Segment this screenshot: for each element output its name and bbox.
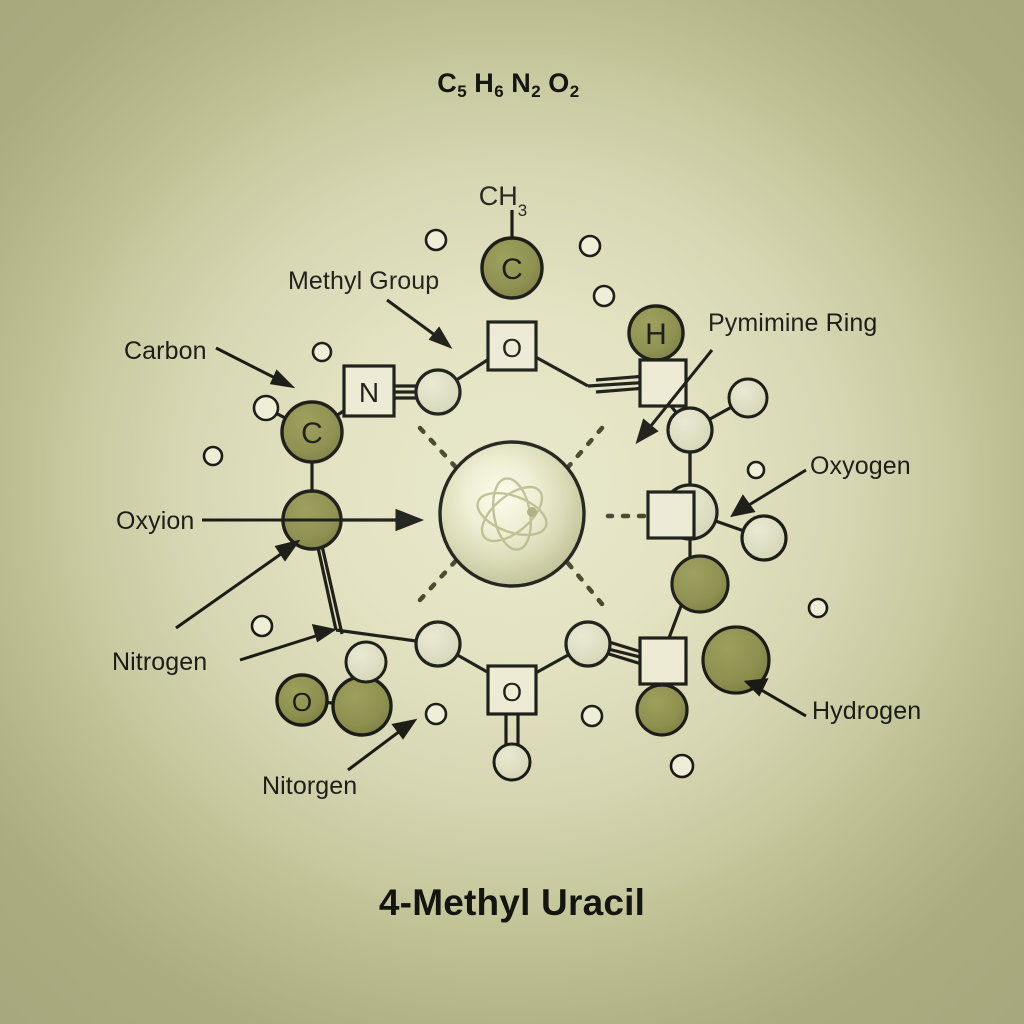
annotation-nitorgen: Nitorgen [262, 772, 358, 800]
methyl-ch: CH [478, 181, 518, 211]
box-right-upper [638, 358, 688, 408]
formula-element-n: N [511, 68, 532, 98]
label-carbon-top: C [501, 253, 523, 286]
label-oxygen-circle: O [292, 687, 312, 717]
formula-count-h: 6 [494, 82, 505, 101]
methyl-sub: 3 [517, 201, 528, 221]
annotation-arrows [175, 298, 807, 772]
annotation-oxyion: Oxyion [116, 507, 195, 535]
box-nitrogen-left [342, 364, 396, 418]
nucleus-dot [527, 507, 537, 517]
box-oxygen-top [486, 320, 538, 372]
formula-count-n: 2 [531, 82, 542, 101]
formula-count-c: 5 [457, 82, 468, 101]
scattered-electrons [202, 228, 829, 779]
box-oxygen-bottom [486, 664, 538, 716]
atom-oxygen-circle [275, 673, 329, 727]
node-bottom-left [344, 640, 388, 684]
formula-element-h: H [474, 68, 495, 98]
annotation-nitrogen: Nitrogen [112, 648, 208, 676]
node-right-upper [666, 406, 714, 454]
atom-olive-right-upper [670, 554, 730, 614]
atom-letters: C C N O O O H [292, 253, 667, 717]
node-oxygen-double-bottom [492, 742, 532, 782]
heteroatom-boxes [342, 320, 696, 716]
atom-carbon-top [480, 236, 544, 300]
annotation-carbon: Carbon [124, 337, 207, 365]
box-right-lower [638, 636, 688, 686]
formula-element-c: C [437, 68, 458, 98]
arrow-hydrogen [743, 678, 807, 718]
arrow-methyl-group [386, 298, 453, 349]
box-right-mid [646, 490, 696, 540]
arrow-oxyion [202, 508, 425, 532]
annotation-oxyogen: Oxyogen [810, 452, 911, 480]
node-ring-lower-right [564, 620, 612, 668]
arrow-pymimine-ring [635, 349, 714, 445]
arrow-nitorgen [347, 718, 418, 772]
label-oxygen-bottom: O [502, 677, 522, 707]
label-oxygen-top: O [502, 333, 522, 363]
page-title: 4-Methyl Uracil [378, 882, 646, 923]
arrow-oxyogen [730, 468, 807, 518]
node-right-top [727, 377, 769, 419]
formula-element-o: O [548, 68, 570, 98]
arrow-nitrogen-lower [239, 624, 337, 662]
dotted-core-bonds [417, 425, 663, 607]
annotation-hydrogen: Hydrogen [812, 697, 922, 725]
annotation-pymimine-ring: Pymimine Ring [708, 309, 878, 337]
formula-count-o: 2 [569, 82, 580, 101]
node-ring-lower-left [414, 620, 462, 668]
label-carbon-left: C [301, 417, 323, 450]
core-atom-sphere [438, 440, 586, 588]
node-ring-upper-left [414, 368, 462, 416]
arrow-nitrogen-upper [175, 539, 301, 630]
atom-olive-bottomleft [331, 675, 393, 737]
node-oxygen-right [740, 514, 788, 562]
methyl-formula-label: CH3 [478, 181, 527, 220]
annotation-methyl-group: Methyl Group [288, 267, 440, 295]
atom-olive-right-lower [635, 683, 689, 737]
label-hydrogen-right: H [645, 318, 667, 351]
atom-carbon-left [280, 400, 344, 464]
atom-olive-right-large [701, 625, 771, 695]
arrow-carbon [215, 346, 296, 389]
label-nitrogen-left: N [359, 377, 379, 408]
